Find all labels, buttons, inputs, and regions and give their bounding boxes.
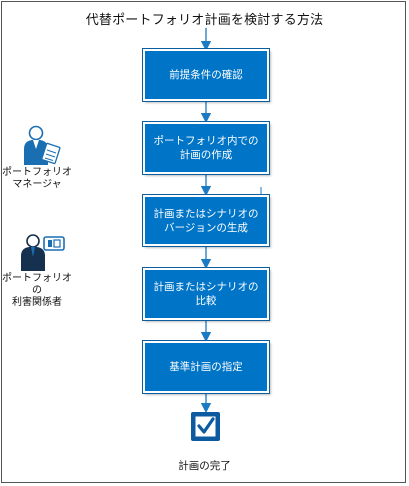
step-designate-baseline[interactable]: 基準計画の指定 xyxy=(142,340,270,394)
role-label-line2: マネージャ xyxy=(12,179,62,190)
step-label-line2: バージョンの生成 xyxy=(164,221,248,234)
role-label-line2: 利害関係者 xyxy=(12,297,62,308)
step-label-line1: ポートフォリオ内での xyxy=(153,135,259,147)
portfolio-manager-icon xyxy=(24,125,61,165)
step-label: 基準計画の指定 xyxy=(169,361,243,373)
role-portfolio-stakeholder: ポートフォリオの 利害関係者 xyxy=(0,273,74,309)
role-label-line1: ポートフォリオ xyxy=(2,167,72,178)
checkbox-complete-icon xyxy=(191,412,220,441)
role-label-line1: ポートフォリオの xyxy=(2,273,72,296)
role-portfolio-manager: ポートフォリオ マネージャ xyxy=(2,167,72,191)
step-create-plan[interactable]: ポートフォリオ内での 計画の作成 xyxy=(142,121,270,175)
step-label-line2: 計画の作成 xyxy=(179,149,233,161)
step-label: 前提条件の確認 xyxy=(169,69,243,81)
step-generate-version[interactable]: 計画またはシナリオの バージョンの生成 xyxy=(142,194,270,247)
step-compare-plans[interactable]: 計画またはシナリオの比較 xyxy=(142,267,270,321)
step-confirm-prerequisites[interactable]: 前提条件の確認 xyxy=(142,48,270,102)
stakeholder-icon xyxy=(21,234,65,271)
end-label: 計画の完了 xyxy=(178,460,231,472)
step-label: 計画またはシナリオの比較 xyxy=(153,281,259,307)
diagram-title: 代替ポートフォリオ計画を検討する方法 xyxy=(85,13,324,28)
step-label-line1: 計画またはシナリオの xyxy=(153,207,259,220)
